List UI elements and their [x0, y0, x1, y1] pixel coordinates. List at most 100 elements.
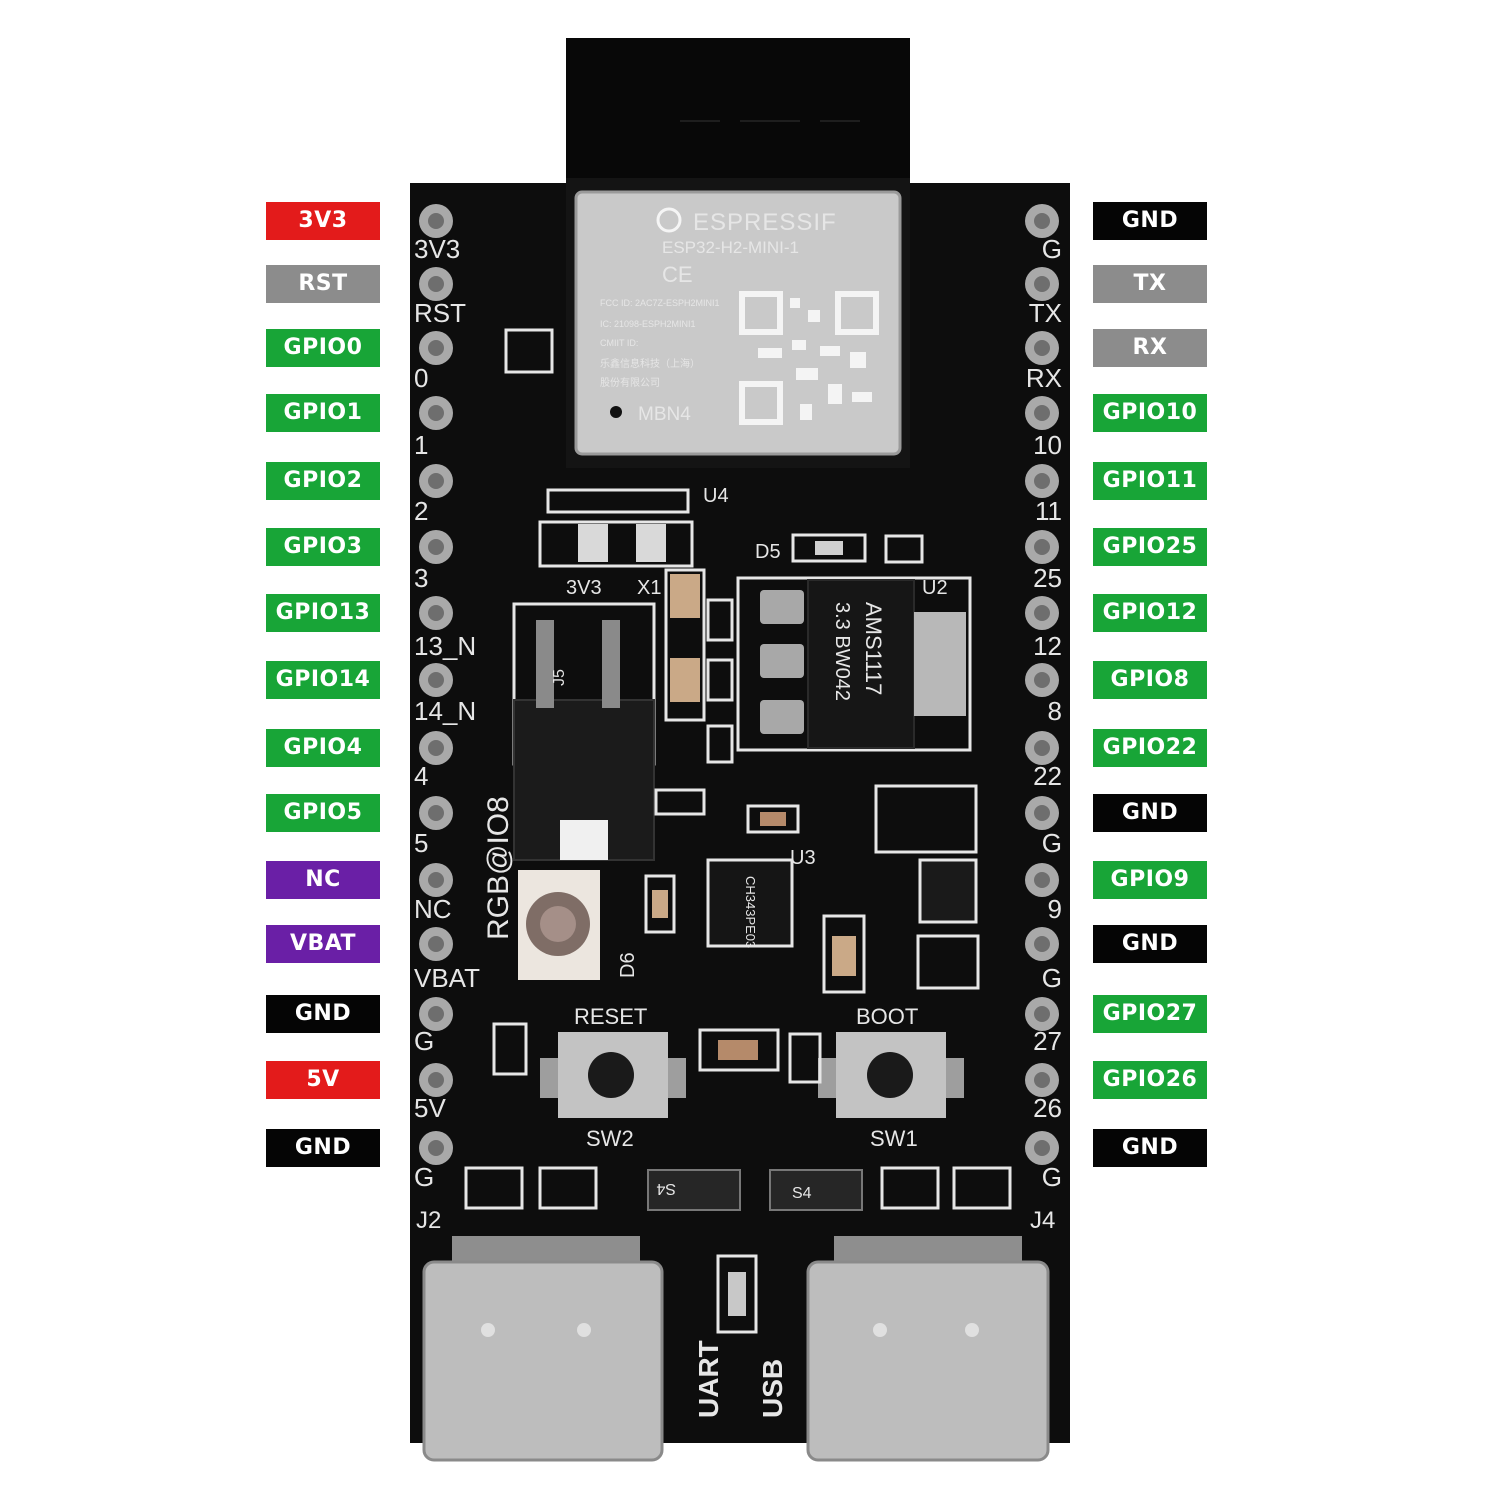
silk-s4-left: S4	[656, 1180, 676, 1197]
silk-pin-11: VBAT	[414, 963, 480, 993]
silk-pin-2: 0	[414, 363, 428, 393]
left-pin-label-6: GPIO13	[266, 594, 380, 632]
left-pin-label-1: RST	[266, 265, 380, 303]
smd-right-buttons	[788, 1032, 822, 1084]
regulator-marking-1: AMS1117	[861, 602, 886, 695]
pin-hole-center	[428, 213, 444, 229]
antenna-trace	[820, 120, 860, 122]
regulator-outline	[736, 576, 972, 752]
silk-pin-7: 8	[1048, 696, 1062, 726]
silk-s4-right: S4	[792, 1185, 812, 1202]
regulator-pin	[760, 700, 804, 734]
silk-boot: BOOT	[856, 1004, 918, 1029]
reset-button[interactable]	[540, 1032, 686, 1118]
silk-u4: U4	[703, 485, 729, 507]
espressif-logo-icon	[656, 207, 682, 233]
smd-between-buttons-body	[718, 1040, 758, 1060]
right-pin-label-10: GPIO9	[1093, 861, 1207, 899]
regulator-tab	[914, 612, 966, 716]
diode-row	[464, 1166, 1012, 1211]
silk-pin-8: 4	[414, 761, 428, 791]
silk-u3: U3	[790, 847, 816, 869]
antenna-trace	[740, 120, 800, 122]
left-pin-label-9: GPIO5	[266, 794, 380, 832]
rgb-led-die	[540, 906, 576, 942]
silk-pin-2: RX	[1026, 363, 1062, 393]
silk-d5: D5	[755, 541, 781, 563]
module-ic: IC: 21098-ESPH2MINI1	[600, 319, 696, 329]
pin-hole-center	[428, 672, 444, 688]
usb-bridge-marking: CH343PE03	[743, 876, 758, 948]
module-cmiit: CMIIT ID:	[600, 338, 638, 348]
pin-hole-center	[428, 473, 444, 489]
silk-j2: J2	[416, 1207, 441, 1234]
silk-3v3: 3V3	[566, 577, 602, 599]
silk-pin-8: 22	[1033, 761, 1062, 791]
silk-pin-0: G	[1042, 234, 1062, 264]
silk-pin-10: 9	[1048, 894, 1062, 924]
silk-sw1: SW1	[870, 1126, 918, 1151]
left-pin-label-14: GND	[266, 1129, 380, 1167]
module-maker-2: 股份有限公司	[600, 376, 660, 389]
smd-left-buttons	[492, 1022, 528, 1076]
usb-c-connector-usb[interactable]	[806, 1236, 1050, 1462]
silk-pin-10: NC	[414, 894, 452, 924]
passive-components	[644, 568, 980, 994]
module-brand: ESPRESSIF	[693, 209, 837, 236]
pin-hole-center	[428, 936, 444, 952]
left-pin-label-3: GPIO1	[266, 394, 380, 432]
pin-hole-center	[1034, 539, 1050, 555]
pin-hole-center	[1034, 405, 1050, 421]
usb-c-connector-uart[interactable]	[422, 1236, 664, 1462]
silk-pin-6: 12	[1033, 631, 1062, 661]
silk-pin-6: 13_N	[414, 631, 476, 661]
silk-sw2: SW2	[586, 1126, 634, 1151]
cap-c-d5	[884, 534, 924, 564]
pin-hole-center	[428, 405, 444, 421]
right-pin-label-11: GND	[1093, 925, 1207, 963]
left-pin-label-0: 3V3	[266, 202, 380, 240]
jumper-cap	[560, 820, 608, 860]
ce-mark: CE	[662, 262, 693, 287]
silk-pin-9: G	[1042, 828, 1062, 858]
right-pin-header	[1025, 204, 1059, 1165]
silk-pin-14: G	[1042, 1162, 1062, 1192]
right-pin-label-13: GPIO26	[1093, 1061, 1207, 1099]
boot-button[interactable]	[818, 1032, 964, 1118]
led-d5-body	[815, 541, 843, 555]
right-pin-label-8: GPIO22	[1093, 729, 1207, 767]
silk-rgb: RGB@IO8	[482, 796, 515, 940]
pin1-dot	[610, 406, 622, 418]
module-maker-1: 乐鑫信息科技（上海）	[600, 357, 700, 370]
silk-pin-11: G	[1042, 963, 1062, 993]
pin-hole-center	[1034, 340, 1050, 356]
silk-pin-0: 3V3	[414, 234, 460, 264]
pin-hole-center	[428, 539, 444, 555]
crystal-x1	[578, 524, 608, 562]
left-pin-label-12: GND	[266, 995, 380, 1033]
silk-x1: X1	[637, 577, 661, 599]
pin-hole-center	[1034, 213, 1050, 229]
pin-hole-center	[428, 1006, 444, 1022]
right-pin-label-2: RX	[1093, 329, 1207, 367]
jumper-pin	[536, 620, 554, 708]
crystal-x1-pad	[636, 524, 666, 562]
silk-u2: U2	[922, 577, 948, 599]
left-pin-label-2: GPIO0	[266, 329, 380, 367]
pin-hole-center	[428, 740, 444, 756]
right-pin-label-12: GPIO27	[1093, 995, 1207, 1033]
pin-hole-center	[428, 340, 444, 356]
right-pin-label-7: GPIO8	[1093, 661, 1207, 699]
left-pin-label-4: GPIO2	[266, 462, 380, 500]
silk-pin-3: 10	[1033, 430, 1062, 460]
pin-hole-center	[428, 1140, 444, 1156]
left-pin-header	[419, 204, 453, 1165]
module-fcc: FCC ID: 2AC7Z-ESPH2MINI1	[600, 298, 720, 308]
regulator-body	[807, 579, 915, 749]
left-pin-label-10: NC	[266, 861, 380, 899]
silk-pin-3: 1	[414, 430, 428, 460]
pin-hole-center	[1034, 672, 1050, 688]
left-pin-label-11: VBAT	[266, 925, 380, 963]
silk-pin-5: 25	[1033, 563, 1062, 593]
